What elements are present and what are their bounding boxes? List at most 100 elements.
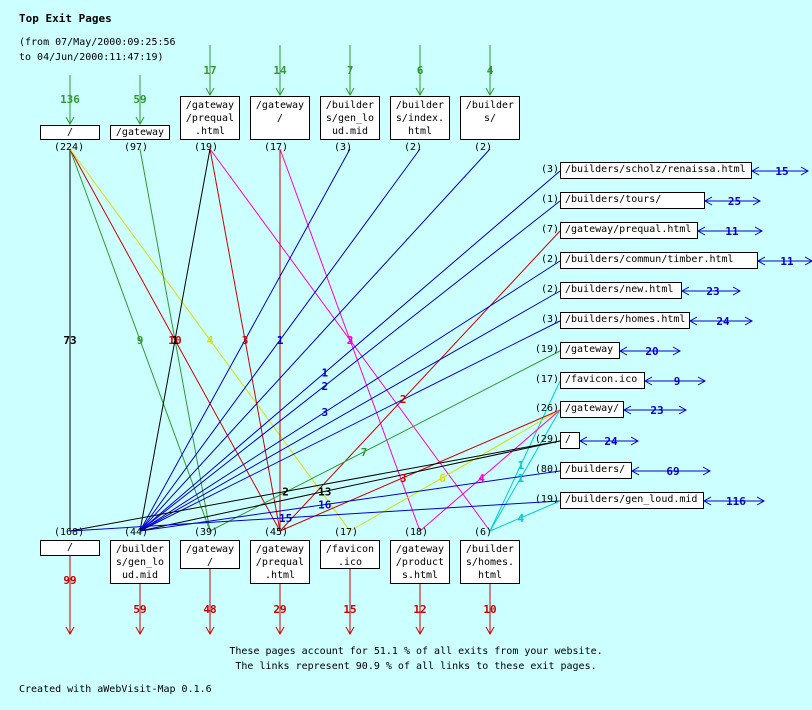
- side-arrow-icon: [804, 256, 812, 266]
- link-line: [489, 500, 561, 532]
- link-value: 3: [242, 334, 249, 347]
- top-page-box[interactable]: /: [40, 125, 100, 140]
- side-page-count: (17): [534, 374, 559, 385]
- exit-count: 59: [133, 603, 146, 616]
- link-value: 6: [439, 472, 446, 485]
- side-page-box[interactable]: /favicon.ico: [560, 372, 645, 389]
- entry-arrow-icon: [345, 87, 355, 97]
- link-line: [69, 500, 561, 532]
- link-line: [139, 148, 351, 532]
- entry-arrow-icon: [135, 116, 145, 126]
- entry-arrow-icon: [415, 87, 425, 97]
- side-arrow-tail-icon: [680, 286, 690, 296]
- side-value: 15: [775, 165, 788, 178]
- side-page-box[interactable]: /builders/commun/timber.html: [560, 252, 758, 269]
- side-page-box[interactable]: /gateway: [560, 342, 620, 359]
- side-page-box[interactable]: /builders/tours/: [560, 192, 705, 209]
- exit-page-count: (44): [124, 527, 149, 538]
- exit-arrow-icon: [485, 626, 495, 636]
- side-arrow-icon: [744, 316, 754, 326]
- link-value: 2: [282, 485, 289, 498]
- side-arrow-tail-icon: [643, 376, 653, 386]
- link-value: 1: [172, 334, 179, 347]
- entry-arrow-icon: [205, 87, 215, 97]
- side-arrow-tail-icon: [688, 316, 698, 326]
- exit-count: 10: [483, 603, 496, 616]
- side-arrow-icon: [752, 196, 762, 206]
- link-line: [139, 148, 421, 532]
- link-value: 16: [318, 499, 332, 512]
- side-arrow-icon: [756, 496, 766, 506]
- exit-count: 48: [203, 603, 216, 616]
- side-page-count: (26): [534, 403, 559, 414]
- link-line: [279, 230, 561, 532]
- side-page-box[interactable]: /builders/new.html: [560, 282, 682, 299]
- side-page-count: (1): [540, 194, 559, 205]
- exit-page-box[interactable]: /gateway /: [180, 540, 240, 569]
- top-page-box[interactable]: /builder s/gen_lo ud.mid: [320, 96, 380, 140]
- side-page-box[interactable]: /builders/: [560, 462, 632, 479]
- side-page-box[interactable]: /builders/scholz/renaissa.html: [560, 162, 752, 179]
- side-arrow-tail-icon: [578, 436, 588, 446]
- side-page-box[interactable]: /: [560, 432, 580, 449]
- exit-page-box[interactable]: /gateway /prequal .html: [250, 540, 310, 584]
- top-page-count: (17): [264, 142, 289, 153]
- side-arrow-icon: [630, 436, 640, 446]
- arrows-layer: [65, 45, 812, 636]
- date-range-from: (from 07/May/2000:09:25:56: [19, 37, 176, 48]
- exit-arrow-icon: [345, 626, 355, 636]
- exit-page-count: (17): [334, 527, 359, 538]
- side-page-count: (19): [534, 344, 559, 355]
- top-page-box[interactable]: /gateway: [110, 125, 170, 140]
- side-arrow-tail-icon: [702, 496, 712, 506]
- side-page-count: (7): [540, 224, 559, 235]
- side-page-count: (3): [540, 164, 559, 175]
- side-page-box[interactable]: /gateway/: [560, 401, 624, 418]
- side-value: 20: [645, 345, 658, 358]
- side-arrow-icon: [702, 466, 712, 476]
- exit-page-count: (6): [474, 527, 493, 538]
- exit-page-box[interactable]: /: [40, 540, 100, 556]
- link-line: [139, 170, 561, 532]
- side-page-count: (3): [540, 314, 559, 325]
- exit-page-box[interactable]: /builder s/homes. html: [460, 540, 520, 584]
- side-page-box[interactable]: /gateway/prequal.html: [560, 222, 698, 239]
- summary: These pages account for 51.1 % of all ex…: [0, 644, 812, 674]
- side-page-box[interactable]: /builders/homes.html: [560, 312, 690, 329]
- link-line: [279, 148, 421, 532]
- exit-page-box[interactable]: /gateway /product s.html: [390, 540, 450, 584]
- side-value: 116: [726, 495, 746, 508]
- top-page-box[interactable]: /gateway /: [250, 96, 310, 140]
- top-page-box[interactable]: /gateway /prequal .html: [180, 96, 240, 140]
- date-range: (from 07/May/2000:09:25:56 to 04/Jun/200…: [19, 35, 176, 65]
- link-line: [489, 380, 561, 532]
- exit-arrow-icon: [135, 626, 145, 636]
- exit-page-box[interactable]: /favicon .ico: [320, 540, 380, 569]
- exit-page-count: (39): [194, 527, 219, 538]
- entry-count: 4: [487, 64, 494, 77]
- date-range-to: to 04/Jun/2000:11:47:19): [19, 52, 164, 63]
- side-arrow-icon: [800, 166, 810, 176]
- link-value: 4: [517, 512, 524, 525]
- link-value: 7: [361, 446, 368, 459]
- entry-arrow-icon: [485, 87, 495, 97]
- top-page-box[interactable]: /builder s/index. html: [390, 96, 450, 140]
- side-page-count: (29): [534, 434, 559, 445]
- entry-count: 14: [273, 64, 287, 77]
- top-page-box[interactable]: /builder s/: [460, 96, 520, 140]
- side-value: 25: [728, 195, 741, 208]
- page-title: Top Exit Pages: [19, 12, 112, 25]
- link-line: [349, 409, 561, 532]
- exit-page-box[interactable]: /builder s/gen_lo ud.mid: [110, 540, 170, 584]
- link-value: 13: [318, 485, 331, 498]
- exit-page-count: (45): [264, 527, 289, 538]
- link-line: [139, 148, 491, 532]
- exit-count: 99: [63, 574, 76, 587]
- links-layer: [69, 148, 561, 532]
- side-page-count: (80): [534, 464, 559, 475]
- link-value: 1: [321, 367, 328, 380]
- link-value: 4: [207, 334, 214, 347]
- link-value: 1: [277, 334, 284, 347]
- side-page-count: (19): [534, 494, 559, 505]
- side-page-box[interactable]: /builders/gen_loud.mid: [560, 492, 704, 509]
